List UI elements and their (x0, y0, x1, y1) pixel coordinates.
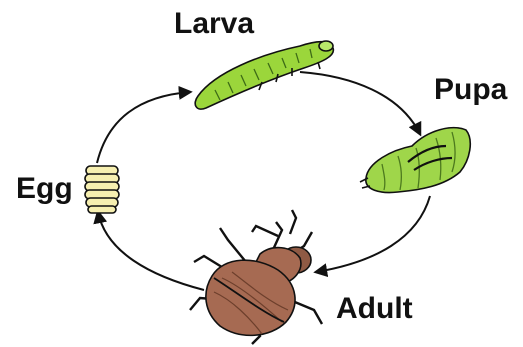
pupa-icon (360, 128, 470, 193)
arrow-egg-to-larva (97, 92, 190, 163)
label-egg: Egg (16, 172, 73, 205)
label-larva: Larva (174, 7, 254, 40)
egg-icon (85, 166, 119, 213)
arrow-larva-to-pupa (300, 72, 420, 134)
arrow-pupa-to-adult (316, 196, 430, 272)
label-pupa: Pupa (434, 73, 508, 106)
beetle-icon (190, 210, 322, 344)
larva-icon (195, 41, 333, 109)
arrow-adult-to-egg (98, 212, 204, 290)
label-adult: Adult (336, 292, 413, 325)
